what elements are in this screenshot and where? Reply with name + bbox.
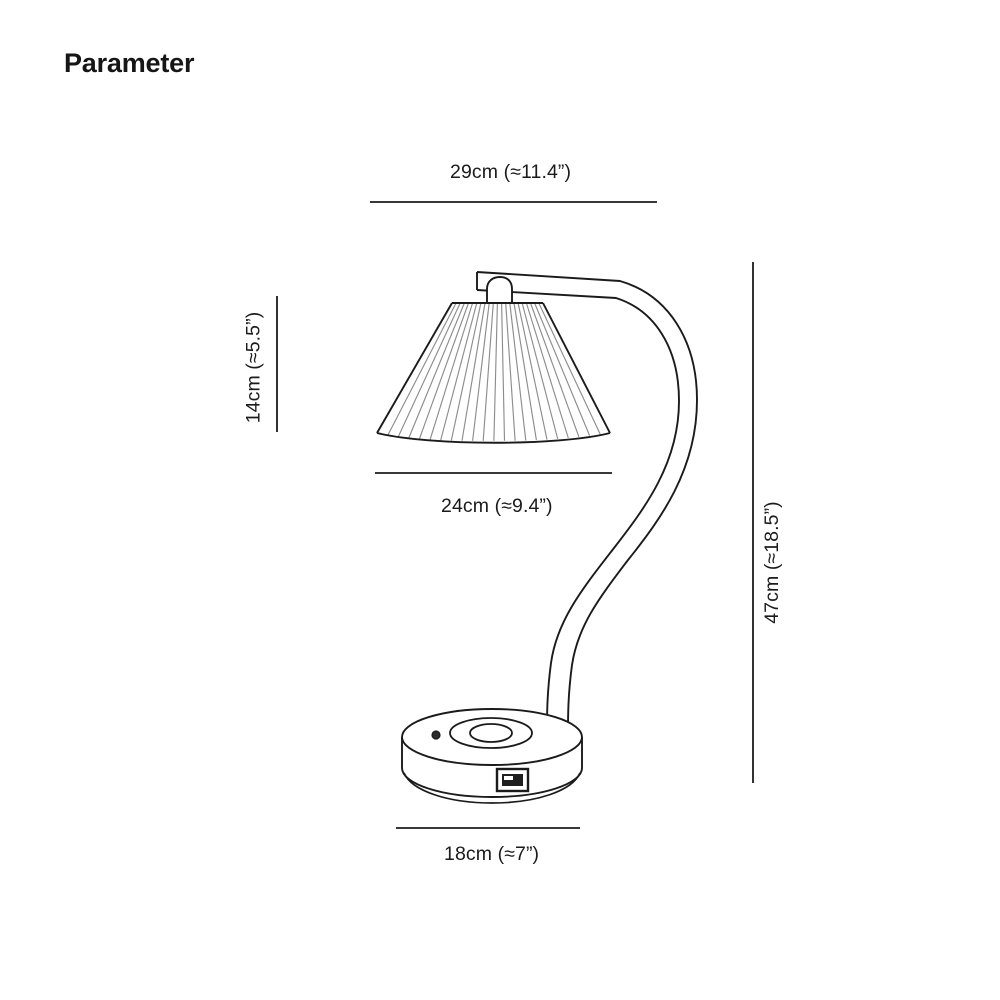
base-bottom-arc — [403, 772, 581, 804]
shade-right-edge — [542, 302, 611, 434]
dimmer-dial-outer-ring[interactable] — [449, 717, 533, 749]
usb-port — [495, 767, 530, 793]
cylindrical-base — [401, 708, 583, 812]
dimension-label-total-height: 47cm (≈18.5”) — [760, 501, 783, 624]
usb-port-notch — [504, 776, 513, 780]
dimension-label-shade-width: 24cm (≈9.4”) — [441, 495, 553, 517]
pleated-lamp-shade — [376, 302, 611, 444]
page-title: Parameter — [64, 48, 195, 78]
dimmer-dial[interactable] — [449, 717, 533, 749]
dimmer-dial-inner-ring[interactable] — [469, 723, 513, 743]
gooseneck-arm — [476, 271, 698, 734]
shade-left-edge — [376, 302, 453, 434]
shade-pleat-lines — [387, 302, 601, 441]
shade-bottom-rim — [376, 432, 611, 444]
shade-stem — [486, 276, 513, 306]
dimension-label-base-width: 18cm (≈7”) — [444, 843, 540, 865]
dimension-label-shade-height: 14cm (≈5.5”) — [242, 311, 265, 424]
dimension-label-top-width: 29cm (≈11.4”) — [450, 161, 572, 183]
led-indicator — [431, 730, 441, 740]
